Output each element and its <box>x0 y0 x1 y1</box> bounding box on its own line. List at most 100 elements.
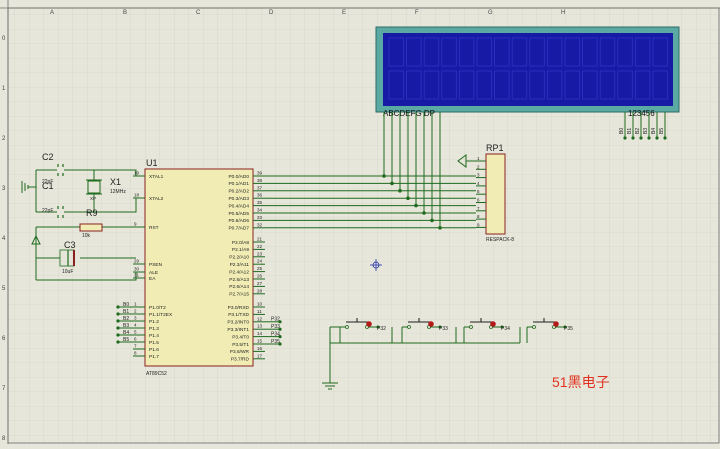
r9-value: 10k <box>82 233 91 239</box>
display-cell <box>494 70 510 100</box>
mcu-pin-number: 7 <box>134 344 137 349</box>
mcu-pin-name: P1.5 <box>149 340 159 346</box>
push-button-p33[interactable]: P33 <box>401 318 448 343</box>
rp1-pin-number: 9 <box>477 222 480 227</box>
p1-net-label: B4 <box>123 330 129 336</box>
p1-net-label: B5 <box>123 337 129 343</box>
p3-net-label: P32 <box>271 317 280 323</box>
mcu-pin-number: 27 <box>257 281 263 286</box>
capacitor-c1[interactable]: C1 22pF <box>42 181 64 218</box>
x1-sub: XP <box>90 196 96 201</box>
display-cell <box>635 70 651 100</box>
display-cell <box>494 37 510 67</box>
mcu-pin-name: P2.5/A13 <box>229 277 249 283</box>
mcu-pin-name: P3.0/RXD <box>228 305 250 311</box>
display-cell <box>617 37 633 67</box>
rp1-pin-number: 2 <box>477 164 480 169</box>
display-screen <box>383 33 673 106</box>
mcu-pin-number: 6 <box>134 337 137 342</box>
mcu-pin-name: RST <box>149 225 159 231</box>
c1-value: 22pF <box>42 208 53 214</box>
r9-ref: R9 <box>86 208 98 218</box>
border-number: 0 <box>2 36 6 42</box>
rp1-pin-number: 5 <box>477 189 480 194</box>
display-cell <box>423 37 440 67</box>
push-button-p34[interactable]: P34 <box>463 318 510 343</box>
mcu-pin-name: P0.6/AD6 <box>228 218 249 224</box>
mcu-pin-name: EA <box>149 276 156 282</box>
display-cell <box>476 70 492 100</box>
mcu-pin-number: 32 <box>257 222 263 227</box>
p3-net-label: P35 <box>271 339 280 345</box>
button-state-marker <box>490 321 496 327</box>
vcc-symbol <box>31 234 41 245</box>
p1-net-label: B1 <box>123 309 129 315</box>
mcu-pin-number: 33 <box>257 215 263 220</box>
display-cell <box>635 37 651 67</box>
crystal-x1[interactable]: X1 12MHz XP <box>86 177 126 201</box>
button-state-marker <box>366 321 372 327</box>
display-cell <box>406 70 422 100</box>
display-cell <box>511 70 528 100</box>
display-cell <box>582 70 598 100</box>
capacitor-c3[interactable]: C3 10uF <box>59 240 76 275</box>
mcu-pin-name: P3.4/T0 <box>232 334 249 340</box>
mcu-pin-number: 17 <box>257 353 263 358</box>
button-net-label: P34 <box>501 326 510 332</box>
display-cell <box>547 70 563 100</box>
crosshair-cursor-icon <box>370 259 382 271</box>
watermark-text: 51黑电子 <box>552 374 610 390</box>
border-letter: F <box>415 10 419 16</box>
mcu-pin-number: 1 <box>134 302 137 307</box>
display-cell <box>599 70 616 100</box>
mcu-pin-number: 28 <box>257 288 263 293</box>
display-cell <box>441 70 457 100</box>
border-number: 2 <box>2 136 6 142</box>
mcu-pin-name: P3.1/TXD <box>228 312 249 318</box>
digit-net-label: B1 <box>627 128 633 134</box>
button-state-marker <box>428 321 434 327</box>
border-letter: G <box>488 10 493 16</box>
mcu-pin-number: 10 <box>257 302 263 307</box>
mcu-pin-name: P2.3/A11 <box>230 262 250 268</box>
mcu-pin-name: XTAL2 <box>149 196 164 202</box>
display-cell <box>529 37 545 67</box>
push-button-p32[interactable]: P32 <box>339 318 386 343</box>
x1-ref: X1 <box>110 177 121 187</box>
c3-ref: C3 <box>64 240 76 250</box>
display-cell <box>458 37 475 67</box>
p1-net-label: B2 <box>123 316 129 322</box>
capacitor-c2[interactable]: C2 22pF <box>42 152 64 185</box>
mcu-pin-number: 38 <box>257 178 263 183</box>
mcu-pin-number: 18 <box>134 193 140 198</box>
display-cell <box>617 70 633 100</box>
display-cell <box>547 37 563 67</box>
resistor-r9[interactable]: R9 10k <box>79 208 103 239</box>
mcu-pin-number: 26 <box>257 274 263 279</box>
mcu-u1[interactable]: U1 AT89C52 19XTAL118XTAL29RST29PSEN30ALE… <box>133 158 265 377</box>
mcu-pin-name: P2.4/A12 <box>229 269 249 275</box>
mcu-pin-name: P3.6/WR <box>230 349 250 355</box>
push-button-p35[interactable]: P35 <box>526 318 573 343</box>
display-cell <box>652 37 668 67</box>
mcu-pin-number: 13 <box>257 324 263 329</box>
border-number: 4 <box>2 236 6 242</box>
mcu-pin-name: P2.1/A9 <box>232 247 249 253</box>
mcu-part: AT89C52 <box>146 371 167 377</box>
border-number: 7 <box>2 386 6 392</box>
mcu-pin-number: 24 <box>257 259 263 264</box>
c2-value: 22pF <box>42 179 53 185</box>
display-cell <box>423 70 440 100</box>
push-buttons: P32 P33 P34 P35 <box>339 318 573 343</box>
mcu-pin-number: 14 <box>257 331 263 336</box>
button-net-label: P32 <box>377 326 386 332</box>
mcu-pin-number: 39 <box>257 171 263 176</box>
rp1-ref: RP1 <box>486 143 504 153</box>
display-cell <box>388 37 404 67</box>
ground-symbol-buttons <box>322 382 338 390</box>
